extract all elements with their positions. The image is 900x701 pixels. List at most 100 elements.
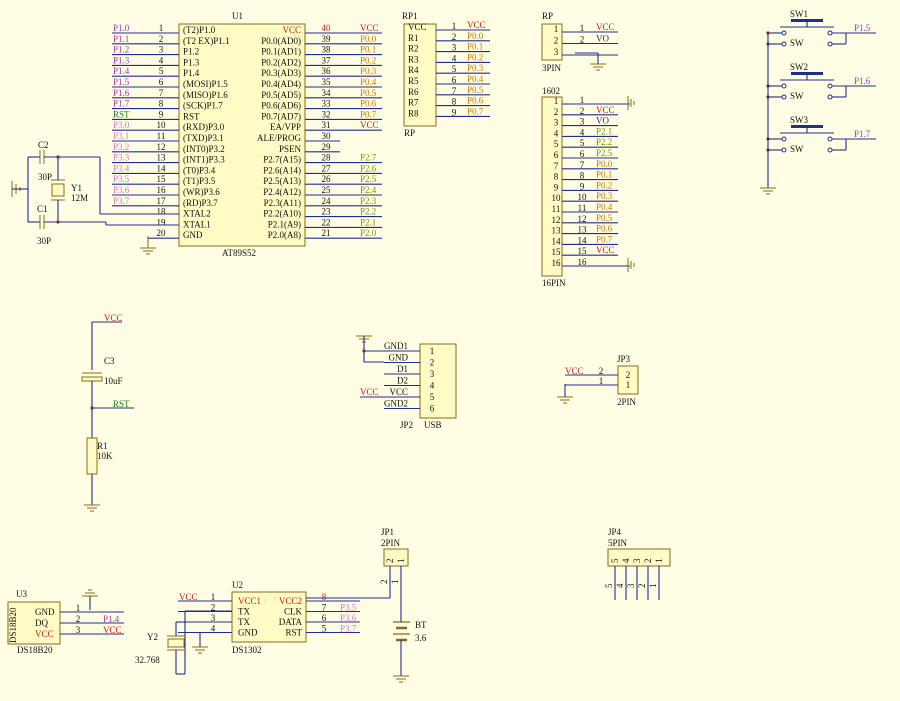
u1-net-vcc: VCC — [360, 120, 379, 130]
jp4-outer-pin: 5 — [604, 583, 614, 588]
usb-pin-number: 6 — [430, 404, 435, 414]
switch-net: P1.5 — [854, 23, 871, 33]
usb-body[interactable] — [419, 343, 457, 419]
u1-pin-number: 37 — [322, 55, 332, 65]
usb-net: GND2 — [384, 399, 408, 409]
lcd-outer-pin: 14 — [578, 235, 588, 245]
jp4-body[interactable] — [607, 548, 671, 567]
u1-pin-number: 32 — [322, 109, 331, 119]
usb-pin-number: 1 — [430, 346, 435, 356]
rp1-designator: RP1 — [402, 11, 418, 21]
u3-pin-number: 3 — [76, 625, 81, 635]
rp1-pin-name: VCC — [408, 22, 427, 32]
u2-pin-name: TX — [238, 617, 250, 627]
jp1-part: 2PIN — [381, 538, 401, 548]
lcd-net: P0.0 — [596, 159, 613, 169]
switch-actuator — [791, 19, 823, 22]
u1-pin-number: 4 — [159, 55, 164, 65]
usb-pin-number: 3 — [430, 369, 435, 379]
u1-net-p0-6: P0.6 — [360, 99, 377, 109]
u1-pin-name: P0.0(AD0) — [261, 36, 301, 46]
u1-pin-number: 28 — [322, 153, 332, 163]
r1-value: 10K — [97, 451, 113, 461]
lcd-ground-symbol-bottom — [627, 258, 635, 272]
rp-body[interactable] — [541, 23, 563, 61]
switch-part: SW — [790, 91, 804, 101]
u1-net-p0-4: P0.4 — [360, 77, 377, 87]
jp4-pin-number: 5 — [610, 558, 620, 563]
jp3-pin-number: 2 — [626, 370, 631, 380]
u1-pin-name: P0.4(AD4) — [261, 79, 301, 89]
jp3-body[interactable] — [617, 365, 639, 395]
u1-pin-number: 12 — [157, 142, 166, 152]
lcd-outer-pin: 16 — [578, 257, 588, 267]
u1-pin-name: ALE/PROG — [257, 133, 302, 143]
u3-pin-name: GND — [35, 607, 55, 617]
u1-net-rst: RST — [113, 109, 130, 119]
u1-net-p1-0: P1.0 — [113, 23, 130, 33]
reset-circuit: VCC C3 10uF RST R1 10K — [81, 313, 134, 512]
rp1-pin-number: 9 — [452, 107, 457, 117]
u2-pin-name: VCC2 — [279, 596, 302, 606]
rp1-body[interactable] — [403, 23, 437, 127]
r1-resistor[interactable] — [86, 437, 98, 475]
u1-net-p0-1: P0.1 — [360, 45, 376, 55]
u3-side-label: DS18B20 — [8, 607, 18, 643]
u1-body[interactable] — [178, 23, 306, 247]
u1-pin-name: P2.4(A12) — [263, 187, 301, 197]
u1-pin-number: 10 — [157, 120, 167, 130]
u1-pin-name: EA/VPP — [270, 122, 301, 132]
u2-vcc-label: VCC — [179, 592, 198, 602]
u1-pin-name: P1.4 — [183, 68, 200, 78]
u2-pin-name: GND — [238, 628, 258, 638]
jp1-body[interactable] — [383, 548, 409, 567]
y1-crystal[interactable] — [51, 183, 65, 197]
u1-pin-name: P0.5(AD5) — [261, 90, 301, 100]
y2-crystal[interactable] — [167, 638, 185, 648]
lcd-outer-pin: 1 — [580, 95, 585, 105]
u2-pin-number: 6 — [322, 613, 327, 623]
u2-pin-number: 3 — [211, 613, 216, 623]
lcd-net: P2.2 — [596, 137, 612, 147]
rp1-net: P0.3 — [467, 63, 484, 73]
rp1-net: P0.2 — [467, 52, 483, 62]
u2-body[interactable] — [231, 591, 307, 643]
u1-pin-name: (RXD)P3.0 — [183, 122, 225, 132]
u2-pin-name: RST — [285, 628, 302, 638]
rp1-pin-name: R7 — [408, 98, 419, 108]
rp-net: VO — [596, 34, 609, 44]
lcd-body[interactable] — [541, 96, 563, 277]
lcd-net: VCC — [596, 105, 615, 115]
c3-value: 10uF — [104, 376, 123, 386]
switch-net: P1.6 — [854, 76, 871, 86]
u1-pin-number: 39 — [322, 34, 332, 44]
u1-pin-number: 25 — [322, 185, 332, 195]
u1-pin-number: 27 — [322, 163, 332, 173]
u1-pin-name: P2.1(A9) — [268, 219, 301, 229]
u1-pin-name: (MOSI)P1.5 — [183, 79, 228, 89]
u1-pin-number: 8 — [159, 99, 164, 109]
jp3-outer-pin: 1 — [599, 376, 604, 386]
u1-pin-number: 18 — [157, 207, 167, 217]
u1-net-p0-2: P0.2 — [360, 55, 376, 65]
u1-part-name: AT89S52 — [222, 248, 256, 258]
rp-pin-number: 3 — [554, 47, 559, 57]
lcd-pin-number: 2 — [554, 107, 559, 117]
u1-pin-name: (T2 EX)P1.1 — [183, 36, 230, 46]
